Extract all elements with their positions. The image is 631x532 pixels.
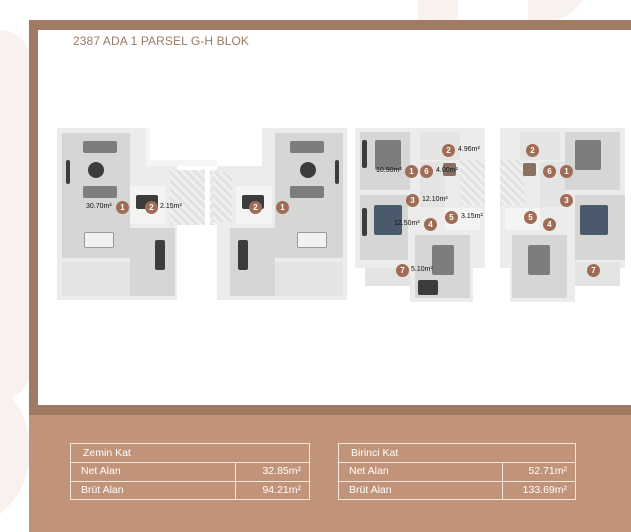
room-badge: 4 xyxy=(424,218,437,231)
room-badge: 2 xyxy=(249,201,262,214)
wardrobe xyxy=(362,140,367,168)
room-badge: 1 xyxy=(405,165,418,178)
room-badge: 1 xyxy=(276,201,289,214)
page-title: 2387 ADA 1 PARSEL G-H BLOK xyxy=(73,34,250,48)
sofa xyxy=(83,186,117,198)
bed xyxy=(575,140,601,170)
bed xyxy=(528,245,550,275)
bathroom xyxy=(420,132,460,160)
room-area-label: 5.10m² xyxy=(411,266,433,273)
coffee-table xyxy=(88,162,104,178)
room-badge: 2 xyxy=(442,144,455,157)
first-floor-area-table: Birinci Kat Net Alan 52.71m² Brüt Alan 1… xyxy=(338,443,576,500)
area-summary-panel xyxy=(29,415,631,532)
kitchen-counter xyxy=(238,240,248,270)
room-badge: 1 xyxy=(560,165,573,178)
gross-area-label: Brüt Alan xyxy=(339,482,503,499)
room-badge: 3 xyxy=(560,194,573,207)
coffee-table xyxy=(300,162,316,178)
dining-table xyxy=(84,232,114,248)
bed-rug xyxy=(580,205,608,235)
net-area-value: 52.71m² xyxy=(528,465,567,477)
room-area-label: 12.50m² xyxy=(394,220,420,227)
tv-unit xyxy=(66,160,70,184)
staircase xyxy=(212,172,232,222)
kitchen xyxy=(230,228,275,296)
sofa xyxy=(83,141,117,153)
room-badge: 2 xyxy=(526,144,539,157)
table-row: Net Alan 32.85m² xyxy=(71,463,309,481)
gross-area-value: 94.21m² xyxy=(262,484,301,496)
tv-unit xyxy=(335,160,339,184)
bed xyxy=(432,245,454,275)
staircase xyxy=(460,160,485,205)
net-area-label: Net Alan xyxy=(339,463,503,481)
net-area-value: 32.85m² xyxy=(262,465,301,477)
bathroom xyxy=(520,132,560,160)
table-row: Net Alan 52.71m² xyxy=(339,463,575,481)
room-badge: 3 xyxy=(406,194,419,207)
room-badge: 1 xyxy=(116,201,129,214)
landing xyxy=(443,163,456,176)
room-badge: 4 xyxy=(543,218,556,231)
background-decor-left xyxy=(0,30,30,400)
kitchen xyxy=(130,228,175,296)
bed xyxy=(375,140,401,170)
bed-rug xyxy=(374,205,402,235)
room-area-label: 12.10m² xyxy=(422,196,448,203)
dining-table xyxy=(297,232,327,248)
room-badge: 2 xyxy=(145,201,158,214)
room-area-label: 4.96m² xyxy=(458,146,480,153)
room-badge: 7 xyxy=(587,264,600,277)
room-badge: 6 xyxy=(420,165,433,178)
room-badge: 6 xyxy=(543,165,556,178)
landing xyxy=(523,163,536,176)
table-row: Brüt Alan 133.69m² xyxy=(339,481,575,499)
room-area-label: 30.70m² xyxy=(86,203,112,210)
room-area-label: 3.15m² xyxy=(461,213,483,220)
table-header: Zemin Kat xyxy=(71,444,309,463)
terrace xyxy=(62,262,130,296)
net-area-label: Net Alan xyxy=(71,463,236,481)
table-header: Birinci Kat xyxy=(339,444,575,463)
staircase xyxy=(170,170,205,225)
room-area-label: 10.90m² xyxy=(376,167,402,174)
kitchen-counter xyxy=(155,240,165,270)
room-badge: 5 xyxy=(524,211,537,224)
background-decor-bar xyxy=(418,0,458,20)
gross-area-label: Brüt Alan xyxy=(71,482,236,499)
room-badge: 5 xyxy=(445,211,458,224)
background-decor-curve xyxy=(528,0,588,20)
sofa xyxy=(290,186,324,198)
gross-area-value: 133.69m² xyxy=(522,484,567,496)
ground-floor-area-table: Zemin Kat Net Alan 32.85m² Brüt Alan 94.… xyxy=(70,443,310,500)
sofa xyxy=(290,141,324,153)
terrace xyxy=(275,262,343,296)
desk xyxy=(418,280,438,295)
table-row: Brüt Alan 94.21m² xyxy=(71,481,309,499)
staircase xyxy=(500,160,525,205)
wardrobe xyxy=(362,208,367,236)
room-area-label: 2.15m² xyxy=(160,203,182,210)
background-decor-dot xyxy=(0,488,6,512)
room-area-label: 4.00m² xyxy=(436,167,458,174)
room-badge: 7 xyxy=(396,264,409,277)
